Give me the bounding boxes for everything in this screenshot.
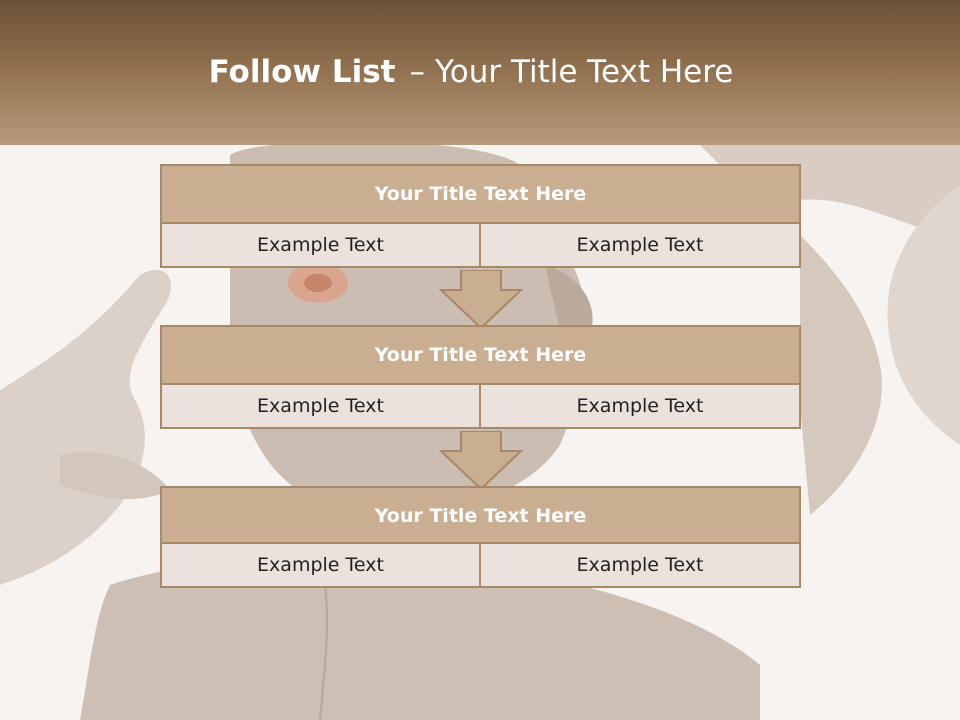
box-cell-right: Example Text bbox=[479, 383, 801, 429]
title-separator: – bbox=[409, 54, 425, 90]
title-rest: Your Title Text Here bbox=[434, 54, 734, 90]
box-title: Your Title Text Here bbox=[160, 486, 801, 546]
box-cell-left: Example Text bbox=[160, 383, 481, 429]
box-cell-right: Example Text bbox=[479, 542, 801, 588]
box-title: Your Title Text Here bbox=[160, 325, 801, 385]
title-bold: Follow List bbox=[208, 54, 396, 90]
down-arrow-icon bbox=[439, 270, 523, 330]
box-cell-left: Example Text bbox=[160, 542, 481, 588]
slide-title: Follow List–Your Title Text Here bbox=[0, 54, 942, 90]
box-cell-right: Example Text bbox=[479, 222, 801, 268]
header-band bbox=[0, 0, 960, 145]
box-cell-left: Example Text bbox=[160, 222, 481, 268]
box-title: Your Title Text Here bbox=[160, 164, 801, 224]
down-arrow-icon bbox=[439, 431, 523, 491]
